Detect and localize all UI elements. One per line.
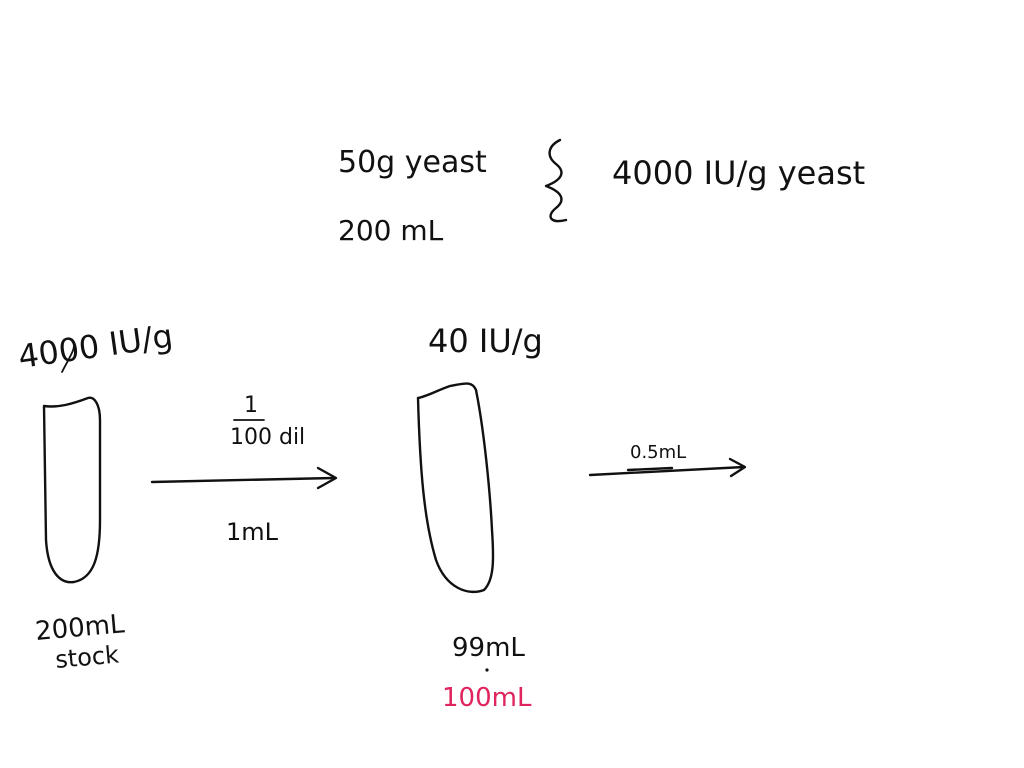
stock-activity-label: 4000 IU/g [16, 317, 175, 376]
diluted-tube-shape [416, 382, 495, 594]
next-arrow-shaft [588, 465, 746, 477]
dilution-arrow-shaft [150, 476, 336, 484]
given-mass-text: 50g yeast [338, 145, 487, 180]
dilution-arrowhead [316, 466, 338, 490]
dilution-numerator: 1 [244, 393, 258, 418]
next-arrowhead [728, 457, 747, 478]
stock-name-label: stock [54, 641, 120, 674]
transfer-volume-label: 1mL [226, 518, 279, 546]
dilution-denominator: 100 dil [230, 425, 305, 450]
diluted-activity-label: 40 IU/g [428, 322, 543, 360]
stock-tube-shape [42, 396, 102, 584]
given-volume-text: 200 mL [338, 214, 444, 247]
diluted-total-volume-label: 100mL [442, 683, 532, 713]
curly-brace [544, 138, 568, 223]
given-activity-text: 4000 IU/g yeast [612, 154, 865, 192]
dot-mark [485, 668, 489, 672]
underline-mark [626, 466, 674, 472]
next-transfer-volume-label: 0.5mL [630, 442, 686, 463]
strikethrough-mark [61, 339, 75, 373]
diluted-volume-label: 99mL [452, 633, 525, 663]
